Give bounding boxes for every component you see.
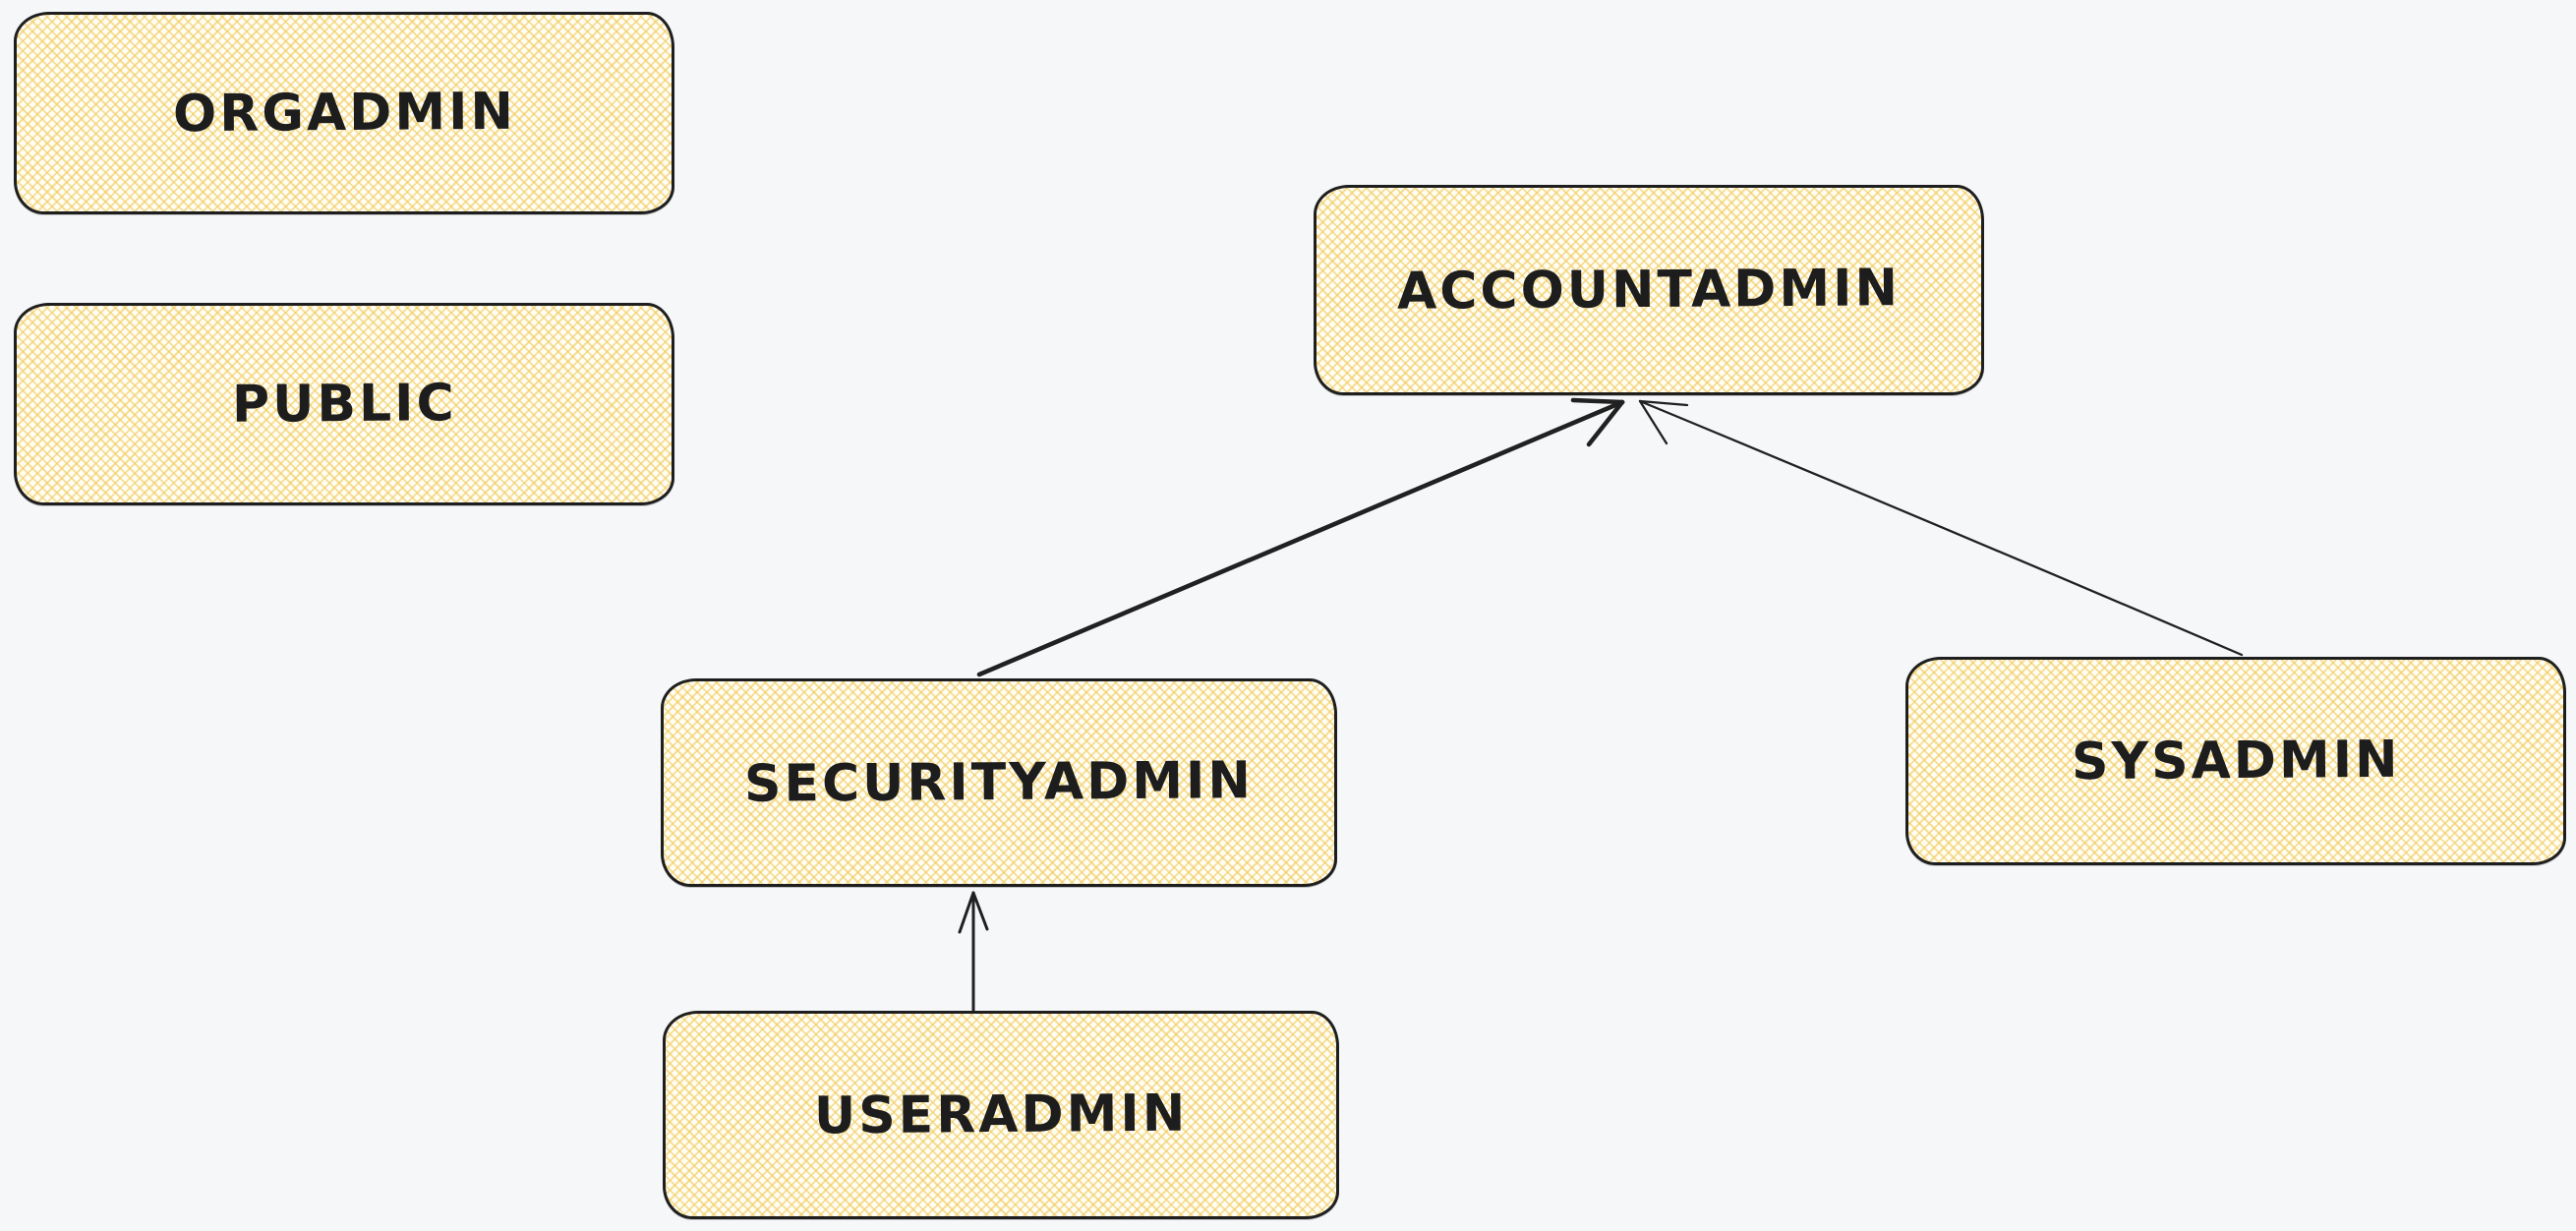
edge-useradmin-securityadmin[interactable] — [958, 891, 989, 1013]
node-accountadmin[interactable]: ACCOUNTADMIN — [1314, 185, 1984, 395]
node-useradmin-label: USERADMIN — [813, 1084, 1189, 1146]
node-accountadmin-label: ACCOUNTADMIN — [1396, 259, 1902, 322]
edge-securityadmin-accountadmin[interactable] — [976, 397, 1625, 677]
node-securityadmin-label: SECURITYADMIN — [743, 751, 1255, 814]
node-public-label: PUBLIC — [231, 374, 457, 435]
node-securityadmin[interactable]: SECURITYADMIN — [661, 678, 1337, 887]
node-orgadmin[interactable]: ORGADMIN — [14, 12, 674, 214]
node-sysadmin[interactable]: SYSADMIN — [1905, 657, 2566, 865]
node-useradmin[interactable]: USERADMIN — [663, 1011, 1339, 1219]
edge-sysadmin-accountadmin[interactable] — [1638, 399, 2244, 657]
node-public[interactable]: PUBLIC — [14, 303, 674, 505]
node-orgadmin-label: ORGADMIN — [172, 82, 516, 145]
node-sysadmin-label: SYSADMIN — [2071, 730, 2401, 792]
